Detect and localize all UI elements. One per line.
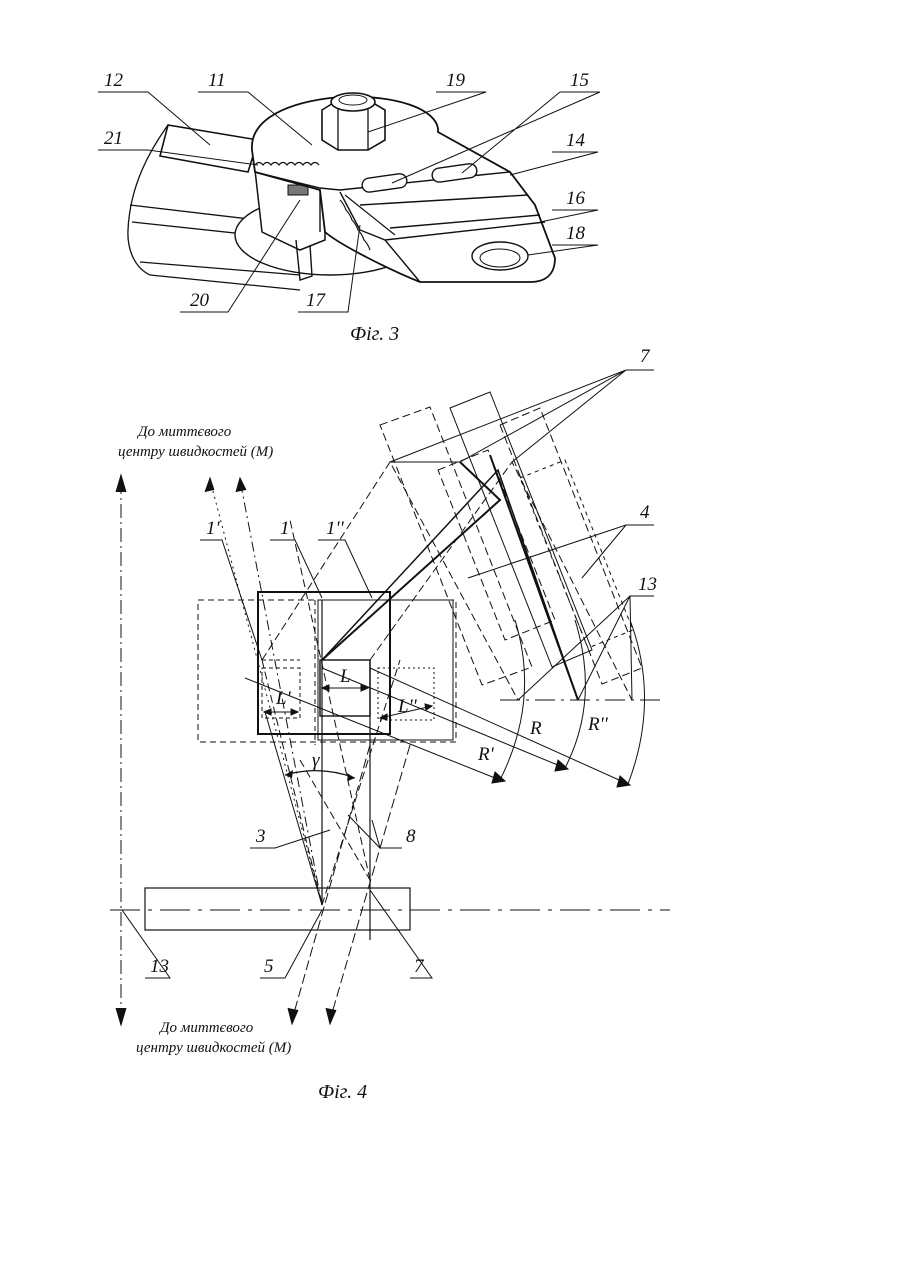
fig4-label-L: L: [339, 666, 351, 687]
fig3-label-12: 12: [104, 70, 124, 91]
fig4-label-7-bottom: 7: [414, 956, 425, 977]
fig3-label-21: 21: [104, 128, 123, 149]
fig3-label-16: 16: [566, 188, 586, 209]
fig3-label-17: 17: [306, 290, 327, 311]
fig4-label-R: R: [529, 718, 542, 739]
fig4-drawing: До миттєвого центру швидкостей (М) До ми…: [110, 346, 670, 1103]
gamma-arc: [285, 771, 355, 778]
note-top-line2: центру швидкостей (М): [118, 444, 273, 460]
nut-19: [322, 93, 385, 150]
fig4-label-1: 1: [280, 518, 290, 539]
fig4-label-4: 4: [640, 502, 650, 523]
fig4-label-13-left: 13: [150, 956, 169, 977]
fig4-label-7-top: 7: [640, 346, 651, 367]
fig4-leaders: [122, 370, 654, 978]
fig3-label-11: 11: [208, 70, 226, 91]
fig3-label-18: 18: [566, 223, 586, 244]
fig4-label-3: 3: [255, 826, 266, 847]
fig4-label-13-right: 13: [638, 574, 657, 595]
fig3-label-15: 15: [570, 70, 589, 91]
fig4-caption: Фіг. 4: [318, 1081, 367, 1103]
note-top-line1: До миттєвого: [136, 424, 232, 440]
fig3-drawing: 12 11 19 15 21 14 16 18 20 17 Фіг. 3: [98, 70, 600, 345]
fig4-label-Lp: L': [275, 688, 292, 709]
fig4-label-1pp: 1'': [326, 518, 345, 539]
fig3-caption: Фіг. 3: [350, 323, 399, 345]
fig4-label-1p: 1': [206, 518, 221, 539]
fig3-label-14: 14: [566, 130, 586, 151]
carriage-1p: [198, 600, 456, 742]
note-bottom-line1: До миттєвого: [158, 1020, 254, 1036]
fig4-label-8: 8: [406, 826, 416, 847]
fig4-label-Rp: R': [477, 744, 495, 765]
fig4-label-Rpp: R'': [587, 714, 609, 735]
fig3-label-20: 20: [190, 290, 210, 311]
fig4-label-5: 5: [264, 956, 274, 977]
fig3-label-19: 19: [446, 70, 466, 91]
note-bottom-line2: центру швидкостей (М): [136, 1040, 291, 1056]
fig4-label-gamma: γ: [312, 750, 320, 771]
left-axis: [116, 475, 126, 1025]
fig4-label-Lpp: L'': [397, 696, 418, 717]
